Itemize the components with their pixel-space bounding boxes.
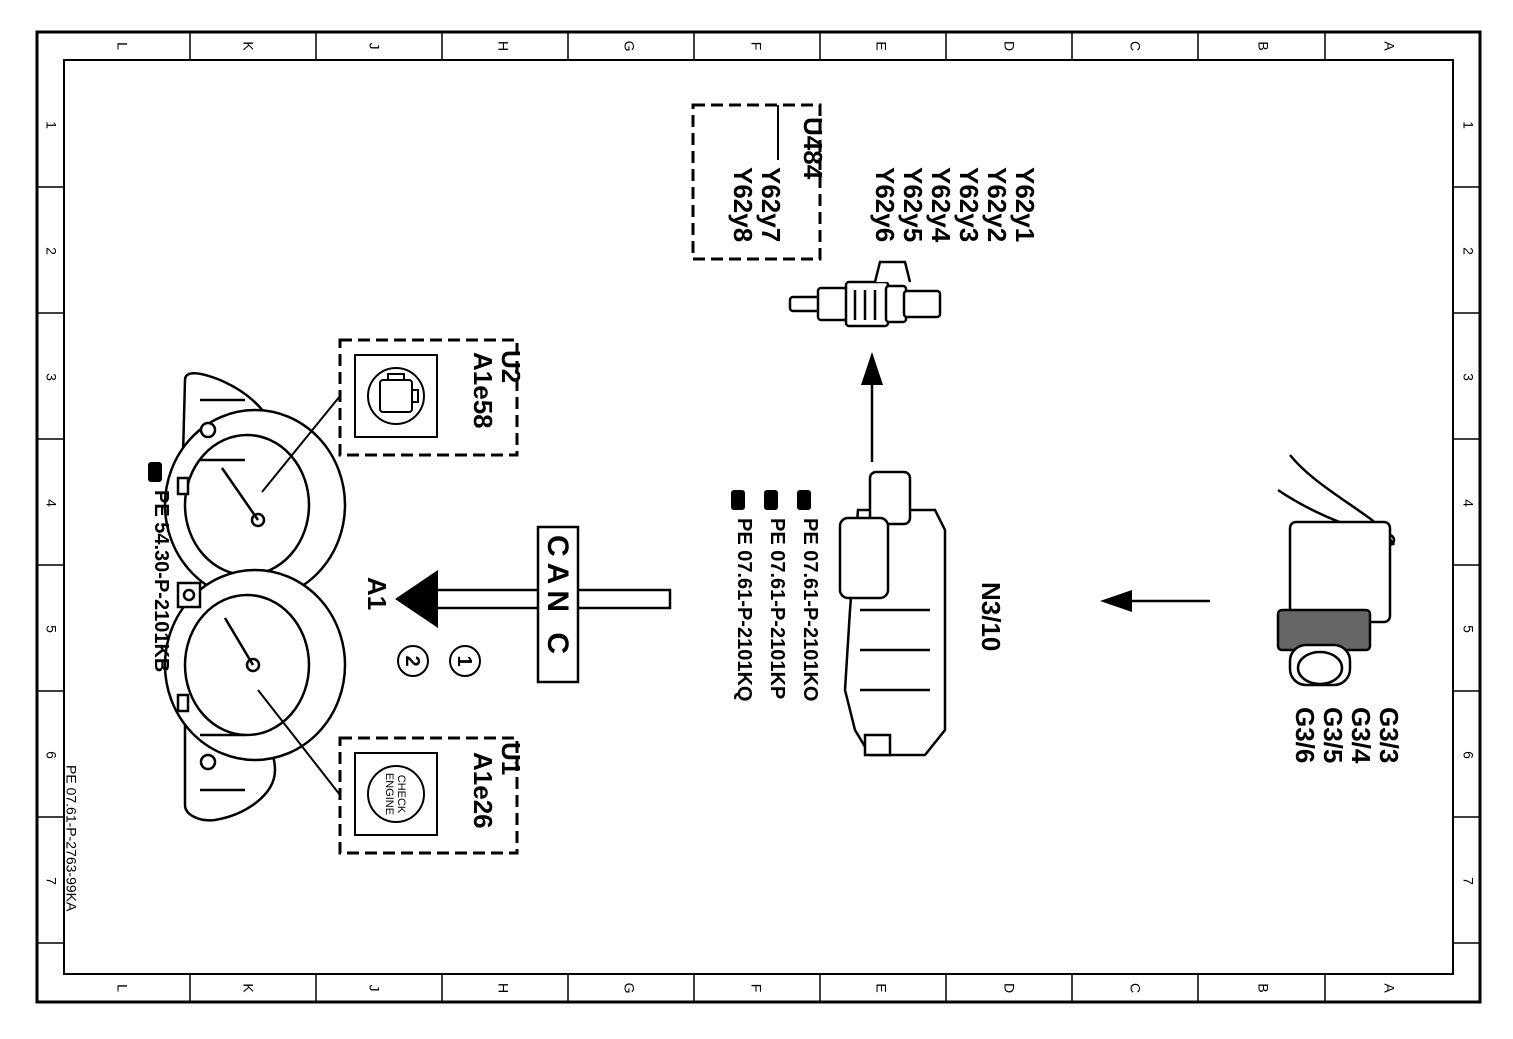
- hand-pointer-icons: [148, 462, 811, 510]
- cluster-marker-1: 1: [453, 655, 475, 666]
- grid-row-numbers-right: 1 2 3 4 5 6 7: [1460, 121, 1476, 885]
- cluster-markers: 1 2: [397, 645, 481, 677]
- grid-col-K-top: K: [240, 41, 256, 51]
- injector-label-y62y3: Y62y3: [954, 167, 984, 242]
- instrument-cluster-icon: [163, 372, 347, 822]
- grid-col-L-bottom: L: [114, 984, 130, 992]
- sensor-labels: G3/3 G3/4 G3/5 G3/6: [1290, 707, 1404, 764]
- ecu-reference-3: PE 07.61-P-2101KQ: [733, 518, 755, 701]
- grid-col-C-top: C: [1127, 41, 1143, 51]
- cluster-marker-2: 2: [401, 655, 423, 666]
- grid-col-F-bottom: F: [748, 984, 764, 993]
- grid-col-G-top: G: [621, 41, 637, 52]
- sensor-label-g3-6: G3/6: [1290, 707, 1320, 763]
- grid-ticks: [37, 32, 1480, 1002]
- ecu-references: PE 07.61-P-2101KO PE 07.61-P-2101KP PE 0…: [733, 518, 821, 701]
- grid-row-3-left: 3: [43, 373, 59, 381]
- check-engine-text-1: CHECK: [395, 775, 407, 814]
- engine-control-unit-icon: [838, 470, 947, 757]
- variant-box-u484: U484 Y62y7 Y62y8: [691, 103, 828, 261]
- grid-col-J-bottom: J: [366, 985, 382, 992]
- sensor-label-g3-5: G3/5: [1318, 707, 1348, 763]
- grid-col-A-bottom: A: [1381, 983, 1397, 993]
- engine-warning-icon: [367, 367, 425, 425]
- grid-row-1-right: 1: [1460, 121, 1476, 129]
- cluster-label: A1: [362, 577, 392, 610]
- grid-row-3-right: 3: [1460, 373, 1476, 381]
- grid-row-7-right: 7: [1460, 877, 1476, 885]
- grid-row-numbers-left: 1 2 3 4 5 6 7: [43, 121, 59, 885]
- document-number: PE 07.61-P-2763-99KA: [63, 765, 79, 912]
- fuel-injector-icon: [788, 260, 942, 328]
- lamp-label-a1e26: A1e26: [468, 752, 498, 829]
- grid-col-J-top: J: [366, 43, 382, 50]
- grid-col-B-top: B: [1255, 41, 1271, 50]
- grid-col-C-bottom: C: [1127, 983, 1143, 993]
- variant-header-u2: U2: [496, 350, 526, 383]
- grid-col-K-bottom: K: [240, 983, 256, 993]
- grid-row-5-right: 5: [1460, 625, 1476, 633]
- check-engine-text-2: ENGINE: [383, 773, 395, 815]
- can-bus-arrow: [395, 525, 672, 684]
- injector-labels: Y62y1 Y62y2 Y62y3 Y62y4 Y62y5 Y62y6: [870, 167, 1040, 243]
- grid-col-B-bottom: B: [1255, 983, 1271, 992]
- leader-lines: [257, 395, 341, 796]
- ecu-label: N3/10: [976, 582, 1006, 651]
- grid-row-4-right: 4: [1460, 499, 1476, 507]
- can-bus-label: CAN C: [541, 535, 574, 660]
- grid-column-letters-bottom: L K J H G F E D C B A: [114, 983, 1397, 994]
- grid-row-2-right: 2: [1460, 247, 1476, 255]
- grid-column-letters-top: L K J H G F E D C B A: [114, 41, 1397, 52]
- grid-col-L-top: L: [114, 42, 130, 50]
- signal-arrow-sensor-to-ecu: [1100, 590, 1210, 612]
- grid-col-D-bottom: D: [1001, 983, 1017, 993]
- injector-label-y62y6: Y62y6: [870, 167, 900, 242]
- grid-row-1-left: 1: [43, 121, 59, 129]
- lamp-label-a1e58: A1e58: [468, 352, 498, 429]
- variant-label-y62y7: Y62y7: [756, 167, 786, 242]
- grid-row-6-left: 6: [43, 751, 59, 759]
- grid-row-7-left: 7: [43, 877, 59, 885]
- injector-label-y62y5: Y62y5: [898, 167, 928, 242]
- check-engine-lamp-icon: CHECK ENGINE: [367, 765, 425, 823]
- grid-col-G-bottom: G: [621, 983, 637, 994]
- injector-label-y62y1: Y62y1: [1010, 167, 1040, 242]
- grid-row-6-right: 6: [1460, 751, 1476, 759]
- grid-row-2-left: 2: [43, 247, 59, 255]
- grid-col-E-top: E: [873, 41, 889, 50]
- oxygen-sensor-icon: [1276, 454, 1396, 687]
- grid-col-A-top: A: [1381, 41, 1397, 51]
- grid-col-F-top: F: [748, 42, 764, 51]
- grid-col-H-bottom: H: [495, 983, 511, 993]
- variant-header-u1: U1: [496, 742, 526, 775]
- cluster-reference: PE 54.30-P-2101KB: [150, 490, 172, 672]
- grid-col-E-bottom: E: [873, 983, 889, 992]
- ecu-reference-1: PE 07.61-P-2101KO: [799, 518, 821, 701]
- injector-label-y62y2: Y62y2: [982, 167, 1012, 242]
- grid-col-D-top: D: [1001, 41, 1017, 51]
- ecu-reference-2: PE 07.61-P-2101KP: [766, 518, 788, 699]
- sensor-label-g3-3: G3/3: [1374, 707, 1404, 763]
- signal-arrow-ecu-to-injector: [861, 352, 883, 462]
- variant-label-y62y8: Y62y8: [728, 167, 758, 242]
- sheet-frame: [35, 30, 1482, 1004]
- sensor-label-g3-4: G3/4: [1346, 707, 1376, 764]
- grid-row-4-left: 4: [43, 499, 59, 507]
- grid-col-H-top: H: [495, 41, 511, 51]
- grid-row-5-left: 5: [43, 625, 59, 633]
- variant-header-u484: U484: [798, 117, 828, 180]
- injector-label-y62y4: Y62y4: [926, 167, 956, 243]
